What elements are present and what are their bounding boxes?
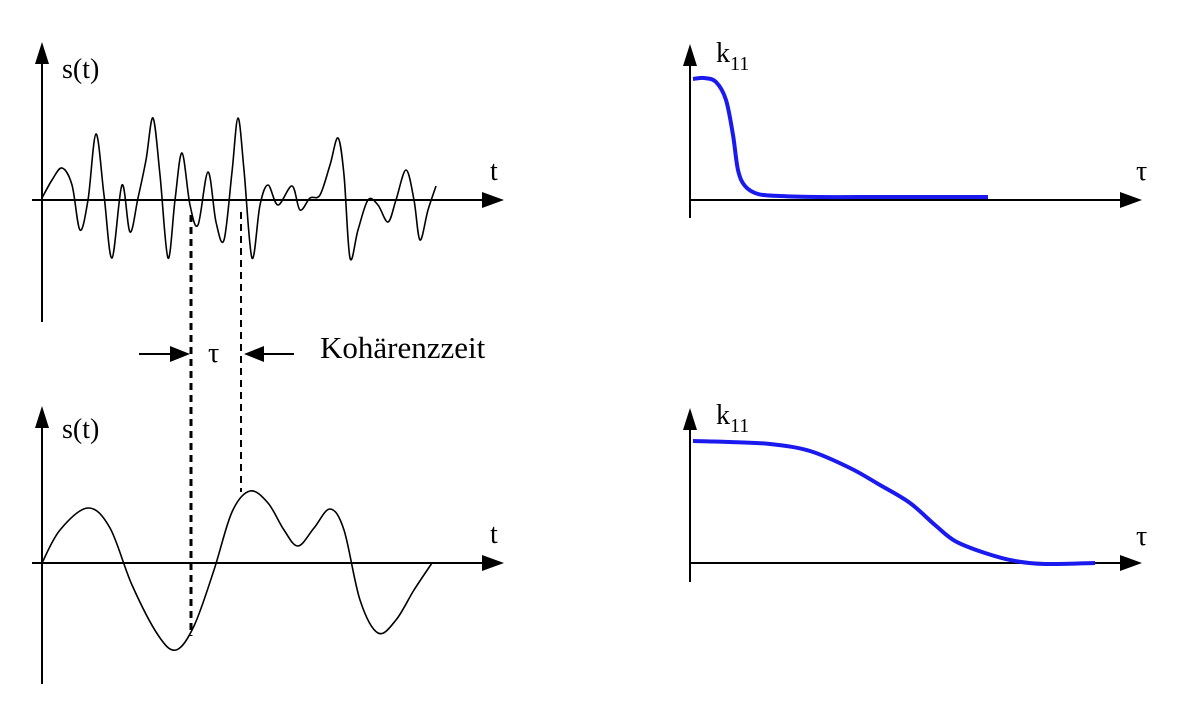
y-axis-label: k11 bbox=[716, 38, 749, 75]
panel-bottom-right: k11 τ bbox=[683, 400, 1147, 582]
y-axis-label: k11 bbox=[716, 400, 749, 437]
x-axis-arrow bbox=[1120, 555, 1142, 571]
slow-signal-curve bbox=[41, 490, 433, 652]
x-axis-label: τ bbox=[1136, 156, 1147, 187]
y-axis-label: s(t) bbox=[62, 414, 99, 445]
coherence-annotation: τ Kohärenzzeit bbox=[139, 212, 486, 636]
x-axis-arrow bbox=[482, 192, 504, 208]
panel-top-right: k11 τ bbox=[683, 38, 1147, 218]
x-axis-label: t bbox=[490, 156, 498, 187]
panel-top-left: s(t) t bbox=[32, 42, 504, 322]
fast-signal-curve bbox=[41, 117, 437, 261]
x-axis-label: τ bbox=[1136, 521, 1147, 552]
y-axis-arrow bbox=[35, 42, 49, 64]
interval-arrowhead-right bbox=[244, 346, 264, 362]
autocorrelation-curve-fast bbox=[692, 75, 988, 200]
interval-arrowhead-left bbox=[170, 346, 190, 362]
y-axis-arrow bbox=[683, 44, 697, 66]
x-axis-arrow bbox=[482, 555, 504, 571]
y-axis-label: s(t) bbox=[62, 54, 99, 85]
y-axis-arrow bbox=[683, 408, 697, 430]
autocorrelation-curve-slow bbox=[692, 439, 1096, 567]
tau-label: τ bbox=[208, 338, 219, 369]
x-axis-arrow bbox=[1120, 192, 1142, 208]
y-axis-arrow bbox=[35, 406, 49, 428]
coherence-time-label: Kohärenzzeit bbox=[320, 330, 486, 365]
x-axis-label: t bbox=[490, 519, 498, 550]
panel-bottom-left: s(t) t bbox=[32, 406, 504, 684]
